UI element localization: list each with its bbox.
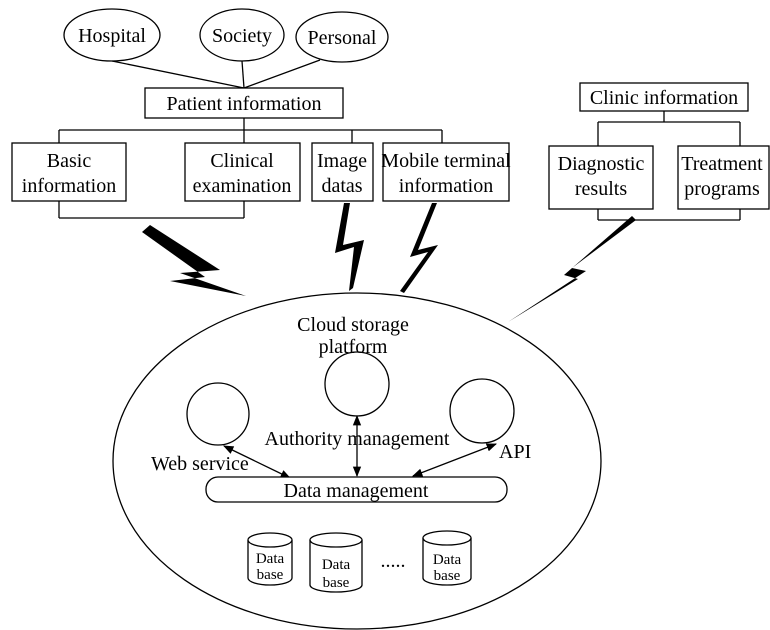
mobile-terminal-line1: Mobile terminal xyxy=(381,150,511,172)
personal-label: Personal xyxy=(308,27,377,49)
authority-management-node xyxy=(324,351,390,417)
web-service-node xyxy=(186,382,250,446)
society-label: Society xyxy=(212,25,272,47)
cloud-storage-platform: Cloud storage platform xyxy=(112,292,602,630)
authority-management-label: Authority management xyxy=(265,428,450,450)
api-node xyxy=(449,378,515,444)
clinical-examination-line1: Clinical xyxy=(210,150,274,172)
clinic-tree-lines xyxy=(597,111,741,221)
treatment-programs-line2: programs xyxy=(684,178,760,200)
data-management-label: Data management xyxy=(284,480,429,502)
clinical-examination-box: Clinical examination xyxy=(184,142,301,202)
database-1: Data base xyxy=(247,532,293,586)
lightning-bolt-icon-patient xyxy=(142,225,246,296)
mobile-terminal-information-box: Mobile terminal information xyxy=(381,142,511,202)
basic-information-line2: information xyxy=(22,175,116,197)
diagnostic-results-line2: results xyxy=(575,178,627,200)
patient-information-box: Patient information xyxy=(144,87,344,119)
diagnostic-results-box: Diagnostic results xyxy=(548,145,654,210)
source-personal: Personal xyxy=(295,11,389,63)
image-datas-line1: Image xyxy=(317,150,367,172)
api-label: API xyxy=(499,441,531,463)
source-connectors xyxy=(111,59,321,89)
lightning-bolt-icon-clinic xyxy=(508,216,636,322)
basic-information-box: Basic information xyxy=(11,142,127,202)
basic-information-line1: Basic xyxy=(47,150,92,172)
image-datas-box: Image datas xyxy=(311,142,374,202)
database-3-line1: Data xyxy=(433,552,462,568)
patient-information-title: Patient information xyxy=(167,93,322,115)
cloud-title-line2: platform xyxy=(319,336,388,358)
database-ellipsis: ..... xyxy=(381,550,406,572)
database-2-line2: base xyxy=(323,575,350,591)
lightning-bolt-icon-mobile xyxy=(400,203,438,293)
database-1-line1: Data xyxy=(256,551,285,567)
database-2-line1: Data xyxy=(322,557,351,573)
data-management-bar: Data management xyxy=(205,476,508,503)
source-hospital: Hospital xyxy=(63,8,161,62)
patient-tree-lines xyxy=(58,118,443,219)
service-arrows xyxy=(223,414,497,479)
mobile-terminal-line2: information xyxy=(399,175,493,197)
database-3-line2: base xyxy=(434,568,461,584)
clinic-information-title: Clinic information xyxy=(590,87,738,109)
database-1-line2: base xyxy=(257,567,284,583)
database-2: Data base xyxy=(309,532,363,593)
lightning-bolt-icon-image xyxy=(335,203,364,291)
image-datas-line2: datas xyxy=(321,175,362,197)
treatment-programs-box: Treatment programs xyxy=(677,145,770,210)
web-service-label: Web service xyxy=(151,453,249,475)
database-3: Data base xyxy=(422,530,472,586)
cloud-title-line1: Cloud storage xyxy=(297,314,409,336)
treatment-programs-line1: Treatment xyxy=(681,153,763,175)
diagnostic-results-line1: Diagnostic xyxy=(558,153,645,175)
source-society: Society xyxy=(199,8,285,62)
hospital-label: Hospital xyxy=(78,25,146,47)
clinical-examination-line2: examination xyxy=(193,175,292,197)
clinic-information-box: Clinic information xyxy=(579,82,749,112)
